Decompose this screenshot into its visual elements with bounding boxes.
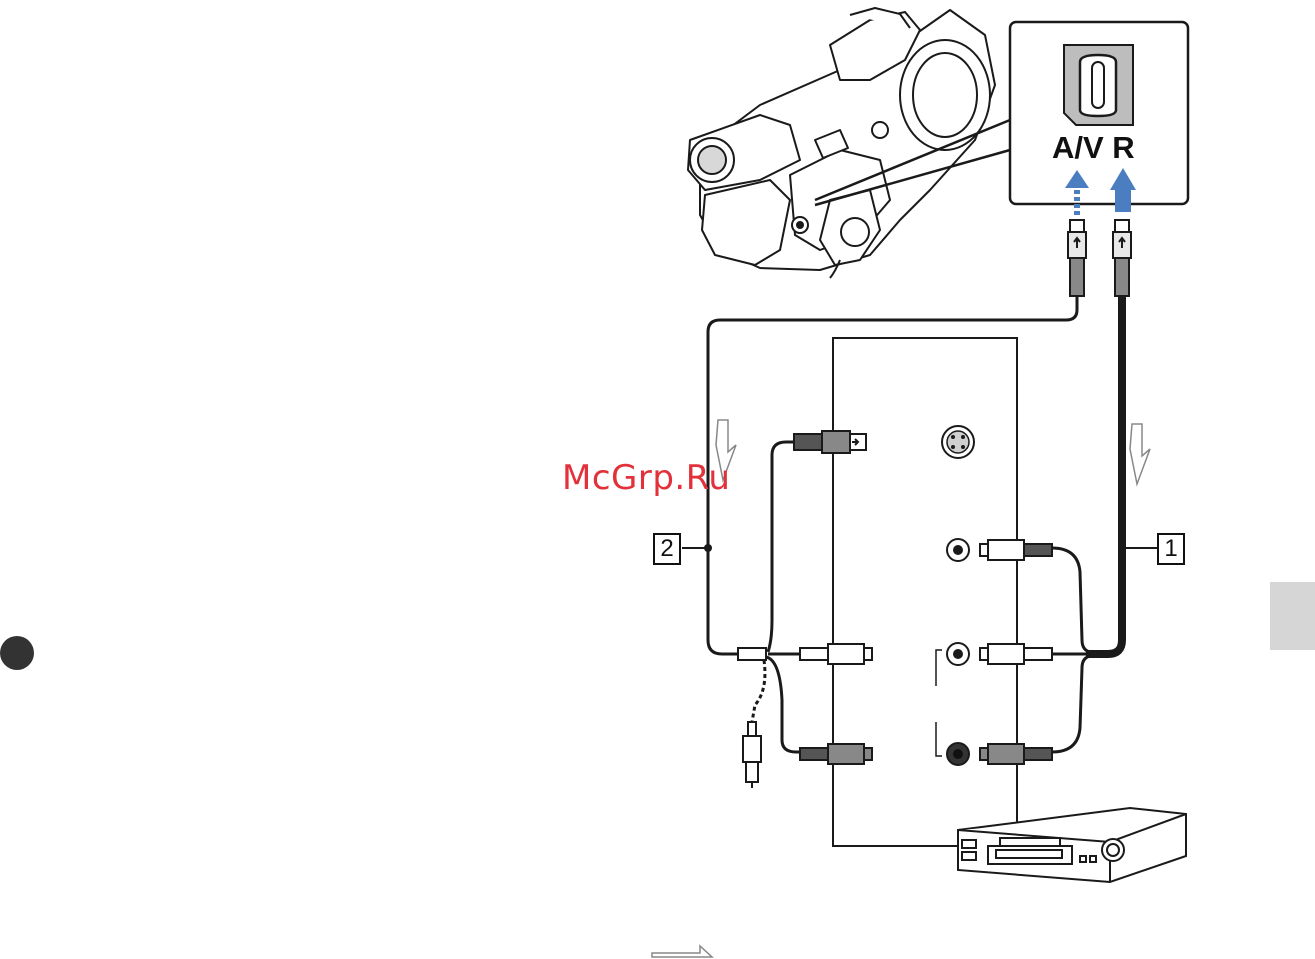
audio-r-jack xyxy=(947,743,969,765)
section-tab xyxy=(1270,582,1315,650)
s-video-plug xyxy=(794,431,866,453)
audio-l-plug-cable-1 xyxy=(980,644,1052,664)
unused-video-plug xyxy=(743,722,761,788)
vcr-device xyxy=(958,808,1186,882)
watermark: McGrp.Ru xyxy=(562,458,730,498)
cable-2-camera-plug xyxy=(1068,220,1086,296)
audio-r-plug-cable-1 xyxy=(980,744,1052,764)
video-plug-cable-1 xyxy=(980,540,1052,560)
signal-direction-arrow-right xyxy=(1130,424,1150,484)
audio-bracket xyxy=(936,650,942,756)
audio-r-plug-cable-2 xyxy=(800,744,872,764)
next-page-arrow xyxy=(652,946,712,957)
step-bullet xyxy=(0,636,34,670)
vcr-input-panel xyxy=(833,338,1017,846)
audio-l-plug-cable-2 xyxy=(800,644,872,664)
av-r-jack-icon xyxy=(1064,45,1133,125)
cable-2-junction xyxy=(738,648,766,660)
s-video-jack xyxy=(942,426,974,458)
cable-2 xyxy=(708,296,1077,752)
cable-1-camera-plug xyxy=(1113,220,1131,296)
video-in-jack xyxy=(947,539,969,561)
audio-l-jack xyxy=(947,643,969,665)
av-r-jack-label: A/V R xyxy=(1052,130,1135,166)
cable-number-label: 1 xyxy=(1157,533,1185,565)
cable-1 xyxy=(1052,296,1122,752)
cable-number-label: 2 xyxy=(653,533,681,565)
camcorder xyxy=(688,8,995,278)
